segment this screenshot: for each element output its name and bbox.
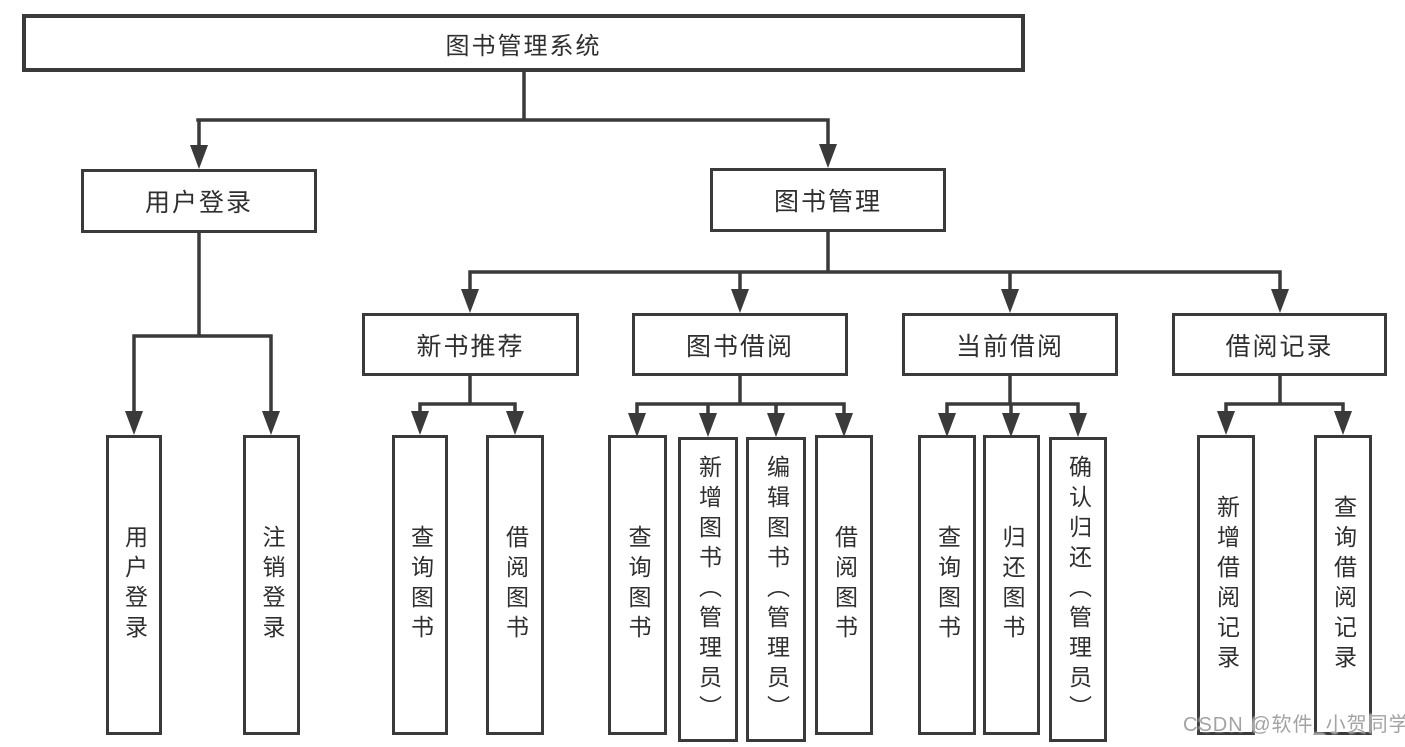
node-current-borrowing: 当前借阅 — [902, 313, 1118, 376]
node-login: 用户登录 — [106, 435, 162, 735]
node-label: 新增借阅记录 — [1213, 495, 1240, 675]
node-borrow-books-recommend: 借阅图书 — [486, 435, 544, 735]
node-label: 查询图书 — [934, 525, 961, 645]
node-label: 图书管理系统 — [445, 32, 602, 60]
node-book-management: 图书管理 — [710, 168, 946, 232]
node-label: 确认归还（管理员） — [1065, 454, 1092, 725]
node-library-system: 图书管理系统 — [22, 14, 1025, 72]
node-query-borrow-record: 查询借阅记录 — [1314, 435, 1372, 735]
node-label: 新增图书（管理员） — [695, 454, 722, 725]
node-borrow-records: 借阅记录 — [1172, 313, 1387, 376]
node-label: 借阅图书 — [502, 525, 529, 645]
node-label: 图书借阅 — [685, 332, 794, 361]
node-return-book: 归还图书 — [983, 435, 1040, 735]
node-query-books-current: 查询图书 — [918, 435, 976, 735]
node-label: 归还图书 — [999, 525, 1025, 645]
node-label: 注销登录 — [259, 525, 285, 645]
node-label: 查询图书 — [625, 525, 651, 645]
node-edit-book-admin: 编辑图书（管理员） — [746, 437, 806, 742]
node-label: 当前借阅 — [955, 332, 1064, 361]
node-label: 用户登录 — [144, 189, 253, 217]
node-add-borrow-record: 新增借阅记录 — [1197, 435, 1255, 735]
node-label: 新书推荐 — [416, 332, 525, 361]
node-label: 编辑图书（管理员） — [763, 454, 790, 725]
node-confirm-return-admin: 确认归还（管理员） — [1049, 437, 1107, 742]
node-borrow-books: 借阅图书 — [815, 435, 873, 735]
node-new-book-recommend: 新书推荐 — [362, 313, 579, 376]
node-label: 图书管理 — [773, 188, 882, 216]
node-label: 查询借阅记录 — [1330, 495, 1357, 675]
node-label: 用户登录 — [121, 525, 148, 645]
node-query-books-borrowing: 查询图书 — [608, 435, 667, 735]
node-logout: 注销登录 — [243, 435, 300, 735]
node-query-books-recommend: 查询图书 — [392, 435, 448, 735]
node-label: 借阅记录 — [1225, 332, 1334, 361]
node-add-book-admin: 新增图书（管理员） — [678, 437, 738, 742]
node-label: 借阅图书 — [831, 525, 858, 645]
node-book-borrowing: 图书借阅 — [632, 313, 848, 376]
node-user-login: 用户登录 — [81, 169, 317, 233]
watermark: CSDN @软件_小贺同学 — [1183, 714, 1405, 736]
node-label: 查询图书 — [407, 525, 434, 645]
